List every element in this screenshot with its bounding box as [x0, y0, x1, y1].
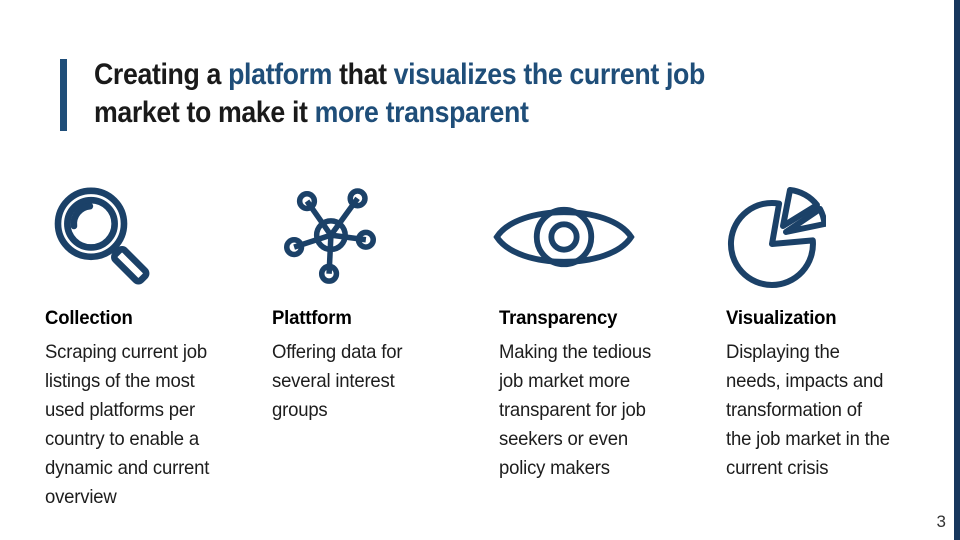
column-body: Offering data for several interest group… [272, 341, 403, 421]
feature-columns: Collection Scraping current job listings… [45, 182, 939, 512]
column-icon-box [493, 182, 712, 292]
magnifier-icon [54, 187, 150, 285]
column-transparency: Transparency Making the tedious job mark… [493, 182, 712, 512]
column-text: Plattform Offering data for several inte… [272, 307, 474, 425]
title-segment: visualizes the current job [393, 58, 706, 91]
column-body: Making the tedious job market more trans… [499, 341, 652, 479]
column-heading: Visualization [726, 307, 837, 329]
column-text: Transparency Making the tedious job mark… [499, 307, 701, 483]
column-body: Scraping current job listings of the mos… [45, 341, 210, 508]
column-body: Displaying the needs, impacts and transf… [726, 341, 890, 479]
title-segment: that [332, 58, 394, 91]
page-title: Creating a platform that visualizes the … [94, 56, 705, 132]
column-text: Visualization Displaying the needs, impa… [726, 307, 928, 483]
column-plattform: Plattform Offering data for several inte… [272, 182, 485, 512]
title-accent-bar [60, 59, 67, 131]
column-visualization: Visualization Displaying the needs, impa… [726, 182, 939, 512]
column-heading: Collection [45, 307, 133, 329]
eye-icon [493, 206, 635, 268]
column-icon-box [272, 182, 485, 292]
column-heading: Transparency [499, 307, 618, 329]
right-edge-bar [954, 0, 960, 540]
page-number: 3 [936, 512, 946, 531]
title-segment: platform [228, 58, 333, 91]
title-segment: Creating a [94, 58, 229, 91]
pie-chart-icon [727, 187, 826, 288]
title-segment: more transparent [314, 96, 529, 129]
column-icon-box [45, 182, 258, 292]
column-collection: Collection Scraping current job listings… [45, 182, 258, 512]
column-icon-box [726, 182, 939, 292]
column-text: Collection Scraping current job listings… [45, 307, 247, 512]
network-hub-icon [284, 188, 376, 284]
title-segment: market to make it [94, 96, 315, 129]
column-heading: Plattform [272, 307, 352, 329]
title-block: Creating a platform that visualizes the … [60, 56, 780, 132]
